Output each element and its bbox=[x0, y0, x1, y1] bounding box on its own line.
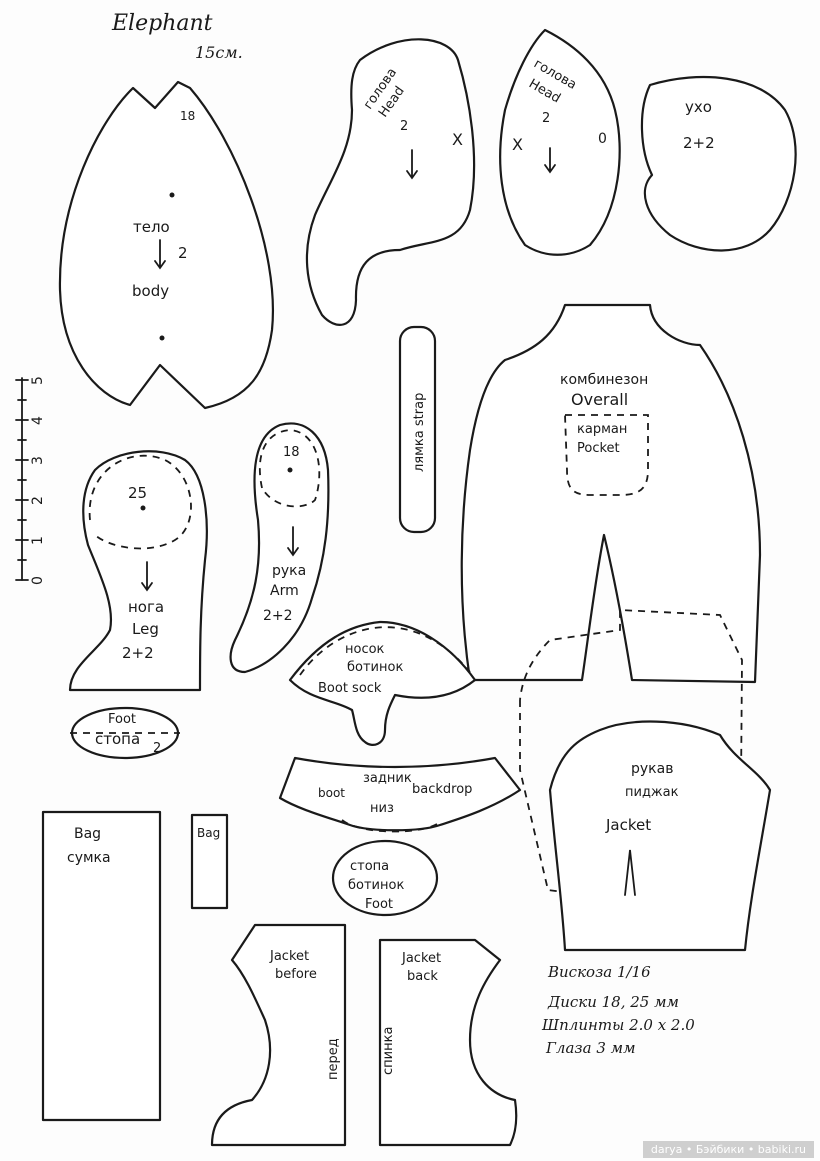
piece-jacket-back: Jacket back спинка bbox=[378, 938, 518, 1147]
jacket-back-ru: спинка bbox=[381, 1027, 396, 1075]
body-en: body bbox=[132, 282, 169, 300]
head-side-mark: X bbox=[452, 130, 463, 149]
head-center-mark-x: X bbox=[512, 135, 523, 154]
ear-ru: ухо bbox=[685, 98, 712, 116]
head-center-mark-o: 0 bbox=[598, 131, 607, 147]
scale-ruler: 0 1 2 3 4 5 bbox=[15, 376, 46, 585]
jacket-back-en2: back bbox=[407, 969, 438, 984]
arm-en: Arm bbox=[270, 583, 299, 599]
boot-back-ru: задник bbox=[363, 771, 412, 786]
piece-bag-strap: Bag bbox=[190, 813, 229, 910]
ruler-tick-4: 4 bbox=[30, 416, 46, 425]
piece-boot-back: boot задник backdrop низ bbox=[278, 756, 522, 833]
arm-mark: 18 bbox=[283, 445, 300, 460]
ruler-tick-2: 2 bbox=[30, 496, 46, 505]
piece-body: 18 тело 2 body bbox=[58, 80, 274, 410]
title-size: 15см. bbox=[195, 43, 243, 62]
piece-boot-sock: носок ботинок Boot sock bbox=[288, 620, 477, 746]
material-line-4: Глаза 3 мм bbox=[545, 1039, 636, 1057]
boot-back-en1: boot bbox=[318, 786, 345, 800]
boot-sole-ru2: ботинок bbox=[348, 878, 404, 893]
boot-sole-en: Foot bbox=[365, 897, 393, 912]
head-center-count: 2 bbox=[542, 111, 550, 126]
head-side-count: 2 bbox=[400, 119, 408, 134]
piece-foot: Foot стопа 2 bbox=[70, 706, 180, 760]
body-mark: 18 bbox=[180, 109, 195, 123]
leg-ru: нога bbox=[128, 598, 164, 616]
sleeve-ru2: пиджак bbox=[625, 785, 679, 800]
boot-back-ru2: низ bbox=[370, 801, 394, 816]
foot-en: Foot bbox=[108, 712, 136, 727]
piece-boot-sole: стопа ботинок Foot bbox=[331, 839, 439, 917]
piece-arm: 18 рука Arm 2+2 bbox=[229, 422, 330, 674]
piece-sleeve: рукав пиджак Jacket bbox=[519, 609, 772, 952]
sleeve-en: Jacket bbox=[605, 816, 651, 834]
body-count: 2 bbox=[178, 244, 188, 262]
ruler-tick-5: 5 bbox=[30, 376, 46, 385]
jacket-front-en1: Jacket bbox=[269, 949, 309, 964]
watermark: darya • Бэйбики • babiki.ru bbox=[642, 1141, 814, 1158]
bag-en: Bag bbox=[74, 826, 101, 842]
boot-sock-ru2: ботинок bbox=[347, 660, 403, 675]
jacket-back-en1: Jacket bbox=[401, 951, 441, 966]
piece-overall: комбинезон Overall карман Pocket bbox=[460, 303, 762, 684]
material-line-2: Диски 18, 25 мм bbox=[547, 993, 679, 1011]
piece-ear: ухо 2+2 bbox=[640, 76, 797, 252]
foot-count: 2 bbox=[153, 741, 161, 756]
piece-strap: лямка strap bbox=[398, 325, 437, 534]
title-name: Elephant bbox=[111, 11, 213, 36]
piece-bag: Bag сумка bbox=[41, 810, 162, 1122]
sleeve-ru: рукав bbox=[631, 761, 673, 777]
piece-head-center: голова Head 2 X 0 bbox=[499, 28, 621, 256]
ruler-tick-1: 1 bbox=[30, 536, 46, 545]
leg-mark: 25 bbox=[128, 484, 147, 502]
boot-sole-ru1: стопа bbox=[350, 859, 389, 874]
material-line-1: Вискоза 1/16 bbox=[547, 963, 651, 981]
foot-ru: стопа bbox=[95, 730, 140, 748]
strap-label: лямка strap bbox=[412, 393, 427, 472]
piece-leg: 25 нога Leg 2+2 bbox=[68, 450, 208, 692]
pocket-en: Pocket bbox=[577, 441, 620, 456]
overall-en: Overall bbox=[571, 390, 628, 409]
arm-ru: рука bbox=[272, 563, 306, 579]
ruler-tick-3: 3 bbox=[30, 456, 46, 465]
bag-ru: сумка bbox=[67, 850, 111, 866]
overall-ru: комбинезон bbox=[560, 372, 648, 388]
bag-strap-en: Bag bbox=[197, 826, 220, 840]
materials-notes: Вискоза 1/16 Диски 18, 25 мм Шплинты 2.0… bbox=[541, 963, 695, 1057]
boot-back-en2: backdrop bbox=[412, 782, 472, 797]
piece-head-side: голова Head 2 X bbox=[305, 38, 476, 326]
pocket-ru: карман bbox=[577, 422, 627, 437]
body-ru: тело bbox=[133, 218, 170, 236]
ruler-tick-0: 0 bbox=[30, 576, 46, 585]
boot-sock-ru1: носок bbox=[345, 642, 385, 657]
leg-en: Leg bbox=[132, 620, 159, 638]
jacket-front-en2: before bbox=[275, 967, 317, 982]
leg-count: 2+2 bbox=[122, 644, 154, 662]
ear-count: 2+2 bbox=[683, 134, 715, 152]
boot-sock-en: Boot sock bbox=[318, 681, 382, 696]
jacket-front-ru: перед bbox=[326, 1038, 341, 1080]
arm-count: 2+2 bbox=[263, 608, 293, 624]
piece-jacket-front: Jacket before перед bbox=[210, 923, 347, 1147]
material-line-3: Шплинты 2.0 х 2.0 bbox=[541, 1016, 695, 1034]
